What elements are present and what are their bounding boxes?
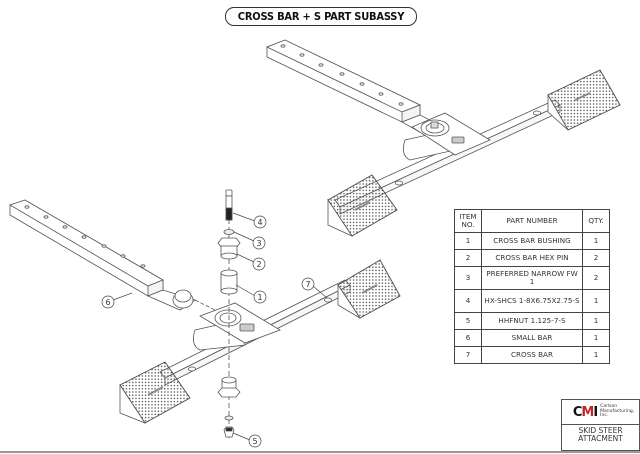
bom-row: 1 CROSS BAR BUSHING 1 (454, 232, 610, 250)
bom-item: 7 (454, 346, 482, 364)
bom-header-part: PART NUMBER (481, 209, 583, 233)
step-pad-bottom-left (119, 361, 191, 424)
bom-header-qty: QTY. (582, 209, 610, 233)
balloon-2: 2 (236, 253, 266, 271)
bom-part: PREFERRED NARROW FW 1 (481, 266, 583, 290)
bom-header-row: ITEM NO. PART NUMBER QTY. (454, 209, 610, 233)
balloon-3: 3 (233, 231, 266, 250)
small-bar-holes (24, 205, 146, 268)
step-pad-bottom-right (337, 259, 401, 319)
bom-part: HHFNUT 1.125-7-S (481, 312, 583, 330)
cross-bar-bushing (220, 269, 238, 295)
cmi-logo-mark: CMI (572, 404, 598, 420)
small-bar (9, 199, 196, 311)
bom-qty: 1 (582, 289, 610, 313)
bom-part: CROSS BAR HEX PIN (481, 249, 583, 267)
hex-flange-nut (223, 426, 235, 438)
bom-row: 3 PREFERRED NARROW FW 1 2 (454, 266, 610, 290)
bom-qty: 1 (582, 346, 610, 364)
balloon-1-label: 1 (258, 293, 263, 302)
bom-item: 2 (454, 249, 482, 267)
title-block: CMI Carlson Manufacturing, Inc. SKID STE… (561, 399, 640, 451)
bom-row: 2 CROSS BAR HEX PIN 2 (454, 249, 610, 267)
balloon-3-label: 3 (257, 239, 262, 248)
bom-qty: 2 (582, 249, 610, 267)
bom-part: SMALL BAR (481, 329, 583, 347)
bill-of-materials-table: ITEM NO. PART NUMBER QTY. 1 CROSS BAR BU… (454, 209, 610, 364)
caption-line-1: SKID STEER (578, 426, 623, 435)
drawing-title: CROSS BAR + S PART SUBASSY (225, 7, 417, 26)
cross-bar-hex-pin-lower (217, 376, 241, 398)
bom-part: CROSS BAR BUSHING (481, 232, 583, 250)
flat-washer (223, 229, 235, 235)
bom-item: 3 (454, 266, 482, 290)
cross-bar (159, 279, 351, 386)
bom-item: 5 (454, 312, 482, 330)
hex-socket-cap-screw (225, 189, 233, 221)
sheet-border-bottom (0, 451, 640, 453)
assembled-view (265, 39, 621, 237)
small-bar-holes (280, 44, 404, 106)
bom-row: 7 CROSS BAR 1 (454, 346, 610, 364)
balloon-7: 7 (301, 277, 328, 299)
balloon-callouts: 4 3 2 1 5 6 7 (101, 212, 328, 448)
bom-qty: 1 (582, 232, 610, 250)
company-name: Carlson Manufacturing, Inc. (600, 403, 635, 419)
bom-qty: 1 (582, 329, 610, 347)
balloon-2-label: 2 (257, 260, 262, 269)
bom-qty: 1 (582, 312, 610, 330)
balloon-1: 1 (235, 284, 267, 304)
bom-item: 4 (454, 289, 482, 313)
bom-row: 4 HX-SHCS 1-8X6.75X2.75-S 1 (454, 289, 610, 313)
step-pad-top-right (547, 69, 621, 131)
balloon-7-label: 7 (306, 280, 311, 289)
balloon-5-label: 5 (253, 437, 258, 446)
bom-part: HX-SHCS 1-8X6.75X2.75-S (481, 289, 583, 313)
bom-row: 6 SMALL BAR 1 (454, 329, 610, 347)
bom-qty: 2 (582, 266, 610, 290)
caption-line-2: ATTACMENT (578, 434, 623, 444)
balloon-4: 4 (232, 212, 267, 229)
bom-item: 1 (454, 232, 482, 250)
company-logo: CMI Carlson Manufacturing, Inc. (562, 400, 639, 425)
flat-washer-lower (224, 415, 234, 421)
step-pad-top-left (327, 174, 398, 237)
bom-row: 5 HHFNUT 1.125-7-S 1 (454, 312, 610, 330)
balloon-4-label: 4 (258, 218, 263, 227)
cross-bar-hex-pin (217, 237, 241, 260)
bom-header-item: ITEM NO. (454, 209, 482, 233)
balloon-6-label: 6 (106, 298, 111, 307)
small-bar-assembled (265, 39, 441, 136)
bom-part: CROSS BAR (481, 346, 583, 364)
balloon-6: 6 (101, 292, 133, 309)
title-block-caption: SKID STEER ATTACMENT (562, 425, 639, 444)
bom-item: 6 (454, 329, 482, 347)
balloon-5: 5 (232, 432, 262, 448)
exploded-view (9, 189, 401, 438)
